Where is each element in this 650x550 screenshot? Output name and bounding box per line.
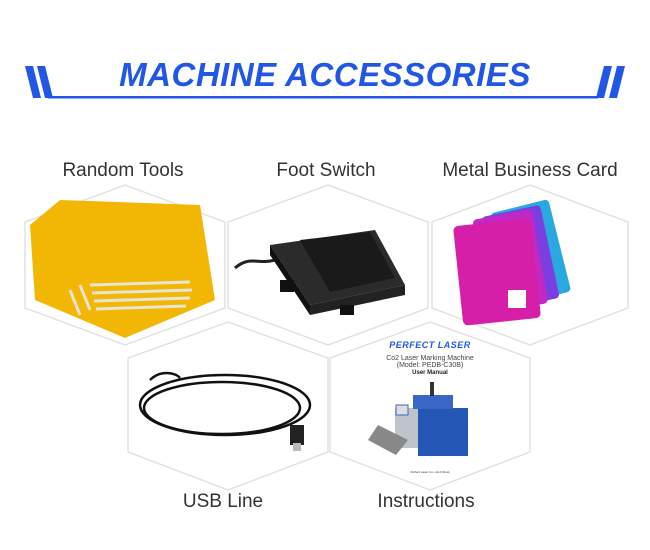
laser-machine-image: [368, 382, 468, 456]
label-usb-line: USB Line: [182, 491, 264, 512]
manual-cover: PERFECT LASER Co2 Laser Marking Machine …: [370, 340, 490, 376]
manual-subtitle: User Manual: [412, 370, 448, 376]
slash-icon-left: [25, 66, 53, 98]
usb-cable-image: [138, 371, 312, 451]
slash-icon-right: [596, 66, 625, 98]
business-card-image: [453, 199, 571, 326]
manual-title: Co2 Laser Marking Machine: [386, 355, 474, 362]
label-random-tools: Random Tools: [62, 160, 184, 181]
page-title: MACHINE ACCESSORIES: [119, 56, 531, 93]
label-instructions: Instructions: [377, 491, 475, 512]
label-foot-switch: Foot Switch: [276, 160, 376, 181]
tools-case-image: [30, 200, 215, 338]
label-metal-business-card: Metal Business Card: [442, 160, 618, 181]
title-underline: [48, 96, 598, 99]
manual-brand: PERFECT LASER: [389, 340, 471, 350]
manual-model: (Model: PEDB-C30B): [396, 362, 464, 369]
foot-switch-image: [234, 230, 405, 315]
manual-company: Perfect Laser Co.,Ltd.(China): [410, 470, 450, 474]
hex-usb-line: [127, 321, 329, 491]
